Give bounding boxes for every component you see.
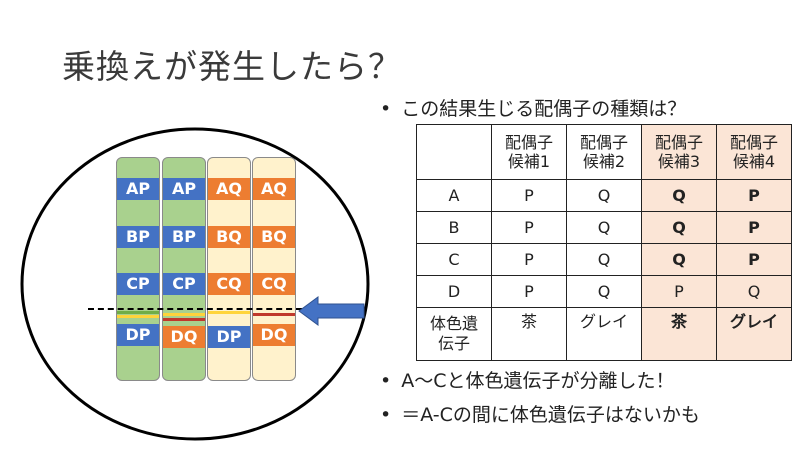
gamete-table: 配偶子候補1 配偶子候補2 配偶子候補3 配偶子候補4 A P Q Q P B … <box>416 124 792 361</box>
table-cell: P <box>492 276 567 308</box>
table-cell: Q <box>567 276 642 308</box>
table-cell: グレイ <box>567 308 642 361</box>
bullet-icon: • <box>380 404 391 426</box>
body-color-gene-marker <box>253 313 295 316</box>
table-cell: Q <box>567 212 642 244</box>
header-line: 候補4 <box>733 152 775 171</box>
table-cell: Q <box>567 244 642 276</box>
table-cell: P <box>717 212 792 244</box>
body-color-gene-marker <box>163 313 205 316</box>
header-line: 配偶子 <box>580 133 628 152</box>
body-color-gene-marker <box>117 315 159 318</box>
table-corner <box>417 125 492 180</box>
table-cell: P <box>492 244 567 276</box>
bullet-2-text: ＝A-Cの間に体色遺伝子はないかも <box>401 404 700 426</box>
gene-label: BP <box>117 226 159 248</box>
gene-label: CQ <box>253 273 295 295</box>
table-cell: P <box>717 244 792 276</box>
table-cell: P <box>492 212 567 244</box>
gene-label: DQ <box>253 324 295 346</box>
table-row: A P Q Q P <box>417 180 792 212</box>
gene-label: CP <box>163 273 205 295</box>
bullet-question: • この結果生じる配偶子の種類は？ <box>380 94 686 121</box>
gene-label: BQ <box>253 226 295 248</box>
table-cell: P <box>717 180 792 212</box>
gene-label: DQ <box>163 326 205 348</box>
gene-label: CQ <box>208 273 250 295</box>
header-line: 候補2 <box>583 152 625 171</box>
table-cell: 茶 <box>492 308 567 361</box>
row-label: D <box>417 276 492 308</box>
table-cell: P <box>642 276 717 308</box>
row-label: A <box>417 180 492 212</box>
table-header-cell: 配偶子候補1 <box>492 125 567 180</box>
row-label-line: 体色遺 <box>430 314 478 333</box>
header-line: 候補1 <box>508 152 550 171</box>
row-label: C <box>417 244 492 276</box>
row-label: B <box>417 212 492 244</box>
header-line: 候補3 <box>658 152 700 171</box>
gene-label: BQ <box>208 226 250 248</box>
slide-title: 乗換えが発生したら？ <box>62 40 402 88</box>
table-cell: グレイ <box>717 308 792 361</box>
gene-label: AQ <box>208 178 250 200</box>
table-cell: Q <box>642 212 717 244</box>
gene-label: AQ <box>253 178 295 200</box>
table-row: D P Q P Q <box>417 276 792 308</box>
gene-label: DP <box>208 326 250 348</box>
table-cell: Q <box>642 180 717 212</box>
table-cell: P <box>492 180 567 212</box>
gene-label: CP <box>117 273 159 295</box>
gene-label: AP <box>163 178 205 200</box>
table-header-cell: 配偶子候補3 <box>642 125 717 180</box>
crossover-line <box>88 308 302 310</box>
bullet-2: • ＝A-Cの間に体色遺伝子はないかも <box>380 400 700 427</box>
gene-label: BP <box>163 226 205 248</box>
body-color-gene-marker <box>208 311 250 314</box>
row-label-line: 伝子 <box>438 334 470 353</box>
bullet-icon: • <box>380 98 391 120</box>
bullet-icon: • <box>380 370 391 392</box>
table-cell: Q <box>567 180 642 212</box>
body-color-gene-marker <box>117 311 159 314</box>
table-row: 体色遺伝子 茶 グレイ 茶 グレイ <box>417 308 792 361</box>
table-header-row: 配偶子候補1 配偶子候補2 配偶子候補3 配偶子候補4 <box>417 125 792 180</box>
table-cell: Q <box>642 244 717 276</box>
table-cell: 茶 <box>642 308 717 361</box>
row-label: 体色遺伝子 <box>417 308 492 361</box>
bullet-1: • A～Cと体色遺伝子が分離した！ <box>380 366 674 393</box>
gene-label: AP <box>117 178 159 200</box>
body-color-gene-marker <box>163 318 205 321</box>
header-line: 配偶子 <box>730 133 778 152</box>
table-header-cell: 配偶子候補2 <box>567 125 642 180</box>
header-line: 配偶子 <box>505 133 553 152</box>
gene-label: DP <box>117 324 159 346</box>
table-row: B P Q Q P <box>417 212 792 244</box>
bullet-question-text: この結果生じる配偶子の種類は？ <box>401 98 686 120</box>
left-arrow-icon <box>298 296 366 326</box>
table-header-cell: 配偶子候補4 <box>717 125 792 180</box>
table-cell: Q <box>717 276 792 308</box>
table-row: C P Q Q P <box>417 244 792 276</box>
header-line: 配偶子 <box>655 133 703 152</box>
bullet-1-text: A～Cと体色遺伝子が分離した！ <box>401 370 674 392</box>
